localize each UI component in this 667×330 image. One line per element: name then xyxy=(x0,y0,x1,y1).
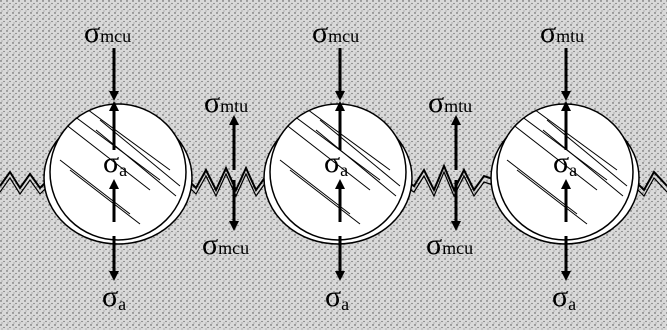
gap-1-bottom-label: σmcu xyxy=(202,228,249,261)
particle-1-center-label: σa xyxy=(103,146,127,180)
particle-1-top-label: σmcu xyxy=(84,16,131,49)
particle-2-center-label: σa xyxy=(324,146,348,180)
particle-3-center-label: σa xyxy=(553,146,577,180)
particle-3-top-label: σmtu xyxy=(540,16,584,49)
gap-2-bottom-label: σmcu xyxy=(426,228,473,261)
interface-zigzag-lower xyxy=(0,170,667,198)
particle-1-bottom-label: σa xyxy=(102,280,126,314)
particle-2-bottom-label: σa xyxy=(325,280,349,314)
interface-zigzag xyxy=(0,163,667,193)
particle-2 xyxy=(263,103,413,245)
gap-1-top-label: σmtu xyxy=(204,86,248,119)
gap-2-top-label: σmtu xyxy=(428,86,472,119)
particle-3 xyxy=(490,103,640,245)
particle-3-bottom-label: σa xyxy=(552,280,576,314)
particle-2-top-label: σmcu xyxy=(312,16,359,49)
